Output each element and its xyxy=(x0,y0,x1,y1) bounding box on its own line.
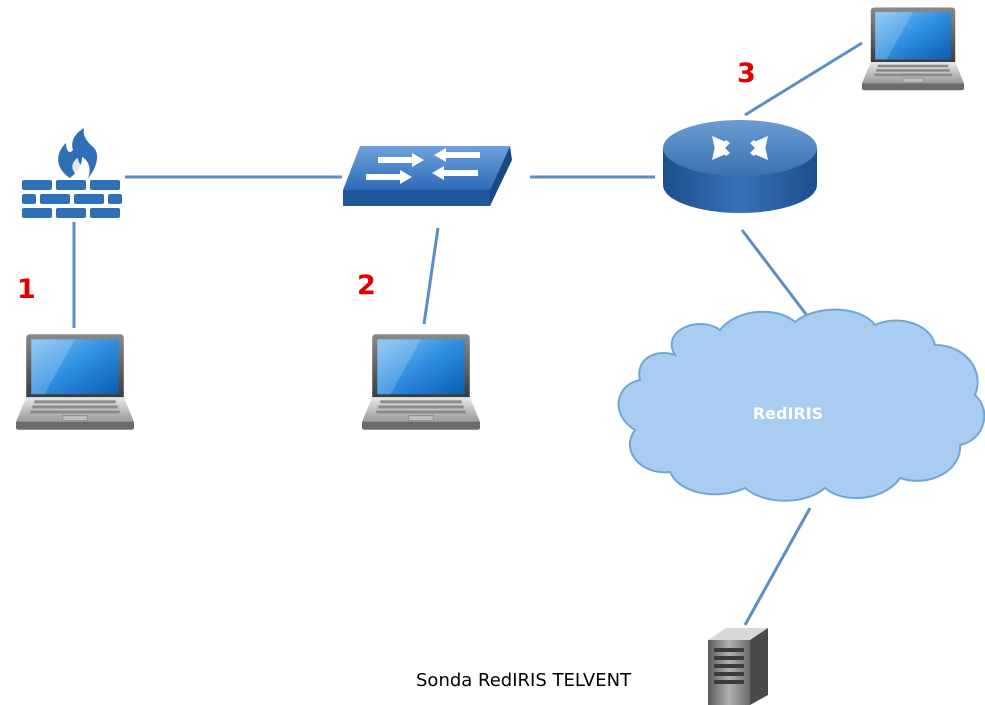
link-router-laptop xyxy=(744,41,863,117)
number-label-2: 2 xyxy=(357,270,376,301)
laptop-icon[interactable] xyxy=(15,333,135,431)
laptop-icon[interactable] xyxy=(361,333,481,431)
link-switch-laptop xyxy=(422,227,440,325)
switch-icon[interactable] xyxy=(343,146,512,206)
laptop-icon[interactable] xyxy=(861,7,965,91)
number-label-3: 3 xyxy=(737,58,756,89)
cloud-icon: RedIRIS xyxy=(617,308,985,502)
router-icon[interactable] xyxy=(663,120,817,213)
server-icon[interactable] xyxy=(708,628,768,705)
number-label-1: 1 xyxy=(17,274,36,305)
connections xyxy=(72,41,863,626)
link-cloud-server xyxy=(743,507,812,626)
cloud-shape xyxy=(617,308,985,502)
server-label: Sonda RedIRIS TELVENT xyxy=(416,670,632,691)
cloud-label: RedIRIS xyxy=(753,404,823,423)
firewall-icon[interactable] xyxy=(22,128,122,218)
link-router-cloud xyxy=(740,229,820,331)
